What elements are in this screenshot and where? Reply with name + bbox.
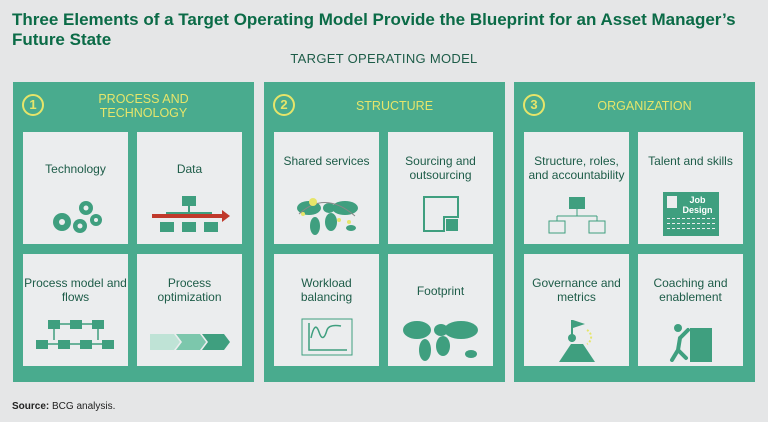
tile-label: Process optimization bbox=[157, 276, 222, 304]
tile-process-optimization: Process optimization bbox=[137, 254, 242, 366]
panel-number: 1 bbox=[22, 94, 44, 116]
gears-icon bbox=[52, 201, 102, 233]
world-map-connections-icon bbox=[296, 198, 358, 235]
source-note: Source: BCG analysis. bbox=[12, 401, 115, 412]
workload-chart-icon bbox=[301, 318, 352, 356]
tile-label: Structure, roles, and accountability bbox=[528, 154, 625, 182]
tile-shared-services: Shared services bbox=[274, 132, 379, 244]
page-title: Three Elements of a Target Operating Mod… bbox=[12, 10, 736, 49]
panel-number: 3 bbox=[523, 94, 545, 116]
tile-structure-roles: Structure, roles, and accountability bbox=[524, 132, 629, 244]
tile-label: Workload balancing bbox=[300, 276, 353, 304]
tile-label: Shared services bbox=[283, 154, 370, 168]
tile-label: Talent and skills bbox=[648, 154, 733, 168]
job-design-icon: Job Design bbox=[662, 192, 719, 236]
tile-governance: Governance and metrics bbox=[524, 254, 629, 366]
panel-label: ORGANIZATION bbox=[597, 99, 692, 113]
job-design-text: Job Design bbox=[682, 195, 713, 215]
chevron-arrows-icon bbox=[149, 334, 230, 350]
tile-workload-balancing: Workload balancing bbox=[274, 254, 379, 366]
source-text: BCG analysis. bbox=[52, 401, 116, 412]
sourcing-square-icon bbox=[422, 196, 459, 232]
tile-label: Governance and metrics bbox=[532, 276, 621, 304]
tile-label: Footprint bbox=[416, 284, 465, 298]
tile-process-model: Process model and flows bbox=[23, 254, 128, 366]
tile-sourcing: Sourcing and outsourcing bbox=[388, 132, 493, 244]
org-chart-icon bbox=[548, 197, 605, 234]
climbing-person-icon bbox=[669, 324, 712, 362]
panel-number: 2 bbox=[273, 94, 295, 116]
data-hierarchy-icon bbox=[151, 196, 230, 232]
tile-label: Technology bbox=[45, 162, 106, 176]
diagram-subtitle: TARGET OPERATING MODEL bbox=[290, 51, 478, 66]
tile-label: Process model and flows bbox=[24, 276, 127, 304]
panel-label: STRUCTURE bbox=[355, 99, 434, 113]
panel-organization: 3 ORGANIZATION Structure, roles, and acc… bbox=[514, 82, 755, 382]
text-line bbox=[666, 223, 715, 224]
text-line bbox=[666, 228, 715, 229]
tile-data: Data bbox=[137, 132, 242, 244]
text-line bbox=[666, 218, 715, 219]
process-flow-icon bbox=[35, 320, 114, 349]
tile-label: Coaching and enablement bbox=[653, 276, 728, 304]
tile-technology: Technology bbox=[23, 132, 128, 244]
flag-summit-icon bbox=[558, 320, 595, 362]
panel-label: PROCESS AND TECHNOLOGY bbox=[98, 92, 189, 120]
world-map-icon bbox=[402, 321, 478, 361]
tile-label: Sourcing and outsourcing bbox=[405, 154, 476, 182]
panel-structure: 2 STRUCTURE Shared services Sourcing and… bbox=[264, 82, 505, 382]
tile-footprint: Footprint bbox=[388, 254, 493, 366]
source-label: Source: bbox=[12, 401, 50, 412]
tile-talent: Talent and skills Job Design bbox=[638, 132, 743, 244]
tile-label: Data bbox=[176, 162, 203, 176]
tile-coaching: Coaching and enablement bbox=[638, 254, 743, 366]
photo-placeholder bbox=[666, 196, 677, 208]
panel-process-and-technology: 1 PROCESS AND TECHNOLOGY Technology Data… bbox=[13, 82, 254, 382]
